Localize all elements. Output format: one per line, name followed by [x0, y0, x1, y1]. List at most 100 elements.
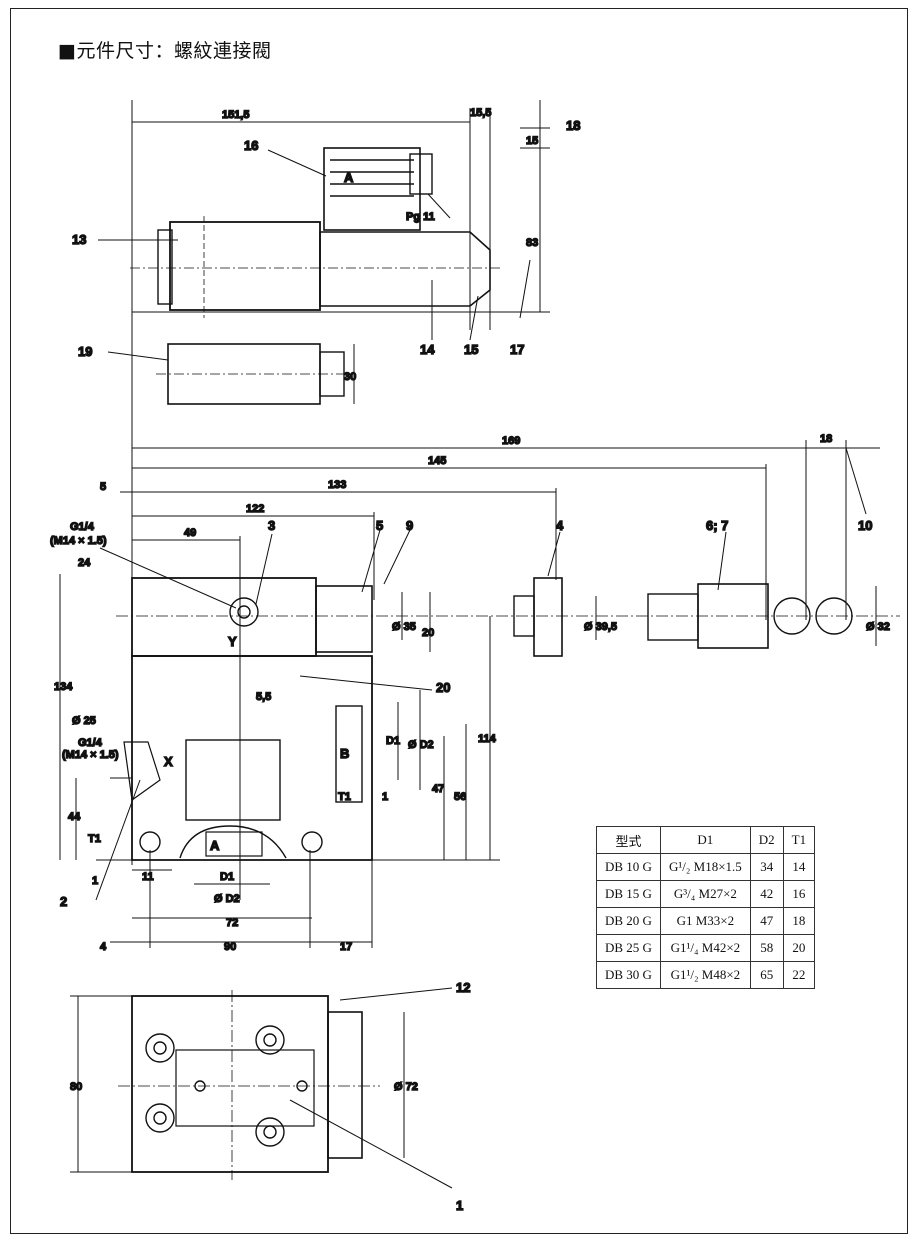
dim-83: 83 — [526, 237, 538, 249]
dim-134: 134 — [54, 681, 73, 693]
dim-25: Ø 25 — [72, 715, 96, 727]
table-row: DB 25 G G1¹/₄ M42×2 58 20 — [596, 934, 816, 962]
dim-17-bottom: 17 — [340, 941, 352, 953]
table-cell: DB 25 G — [596, 934, 661, 962]
dim-15: 15 — [526, 135, 538, 147]
dim-90: 90 — [224, 941, 236, 953]
dim-t1-right: T1 — [338, 791, 351, 803]
table-row: DB 15 G G³/₄ M27×2 42 16 — [596, 880, 816, 908]
table-cell: 34 — [749, 853, 784, 881]
valve-front-view — [59, 447, 900, 948]
callout-5: 5 — [376, 518, 383, 533]
dim-d1-bottom: D1 — [220, 871, 234, 883]
dim-30: 30 — [344, 371, 356, 383]
dim-32: Ø 32 — [866, 621, 890, 633]
callout-16: 16 — [244, 138, 258, 153]
dim-151-5: 151,5 — [222, 109, 250, 121]
callout-12: 12 — [456, 980, 470, 995]
dim-d2-bottom: Ø D2 — [214, 893, 240, 905]
callout-17: 17 — [510, 342, 524, 357]
dim-11: 11 — [142, 871, 154, 883]
label-m14-left: (M14 × 1.5) — [62, 749, 119, 761]
table-cell: DB 15 G — [596, 880, 661, 908]
table-cell: G¹/₂ M18×1.5 — [659, 853, 751, 881]
table-cell: DB 30 G — [596, 961, 661, 989]
dim-169: 169 — [502, 435, 520, 447]
table-cell: G1¹/₂ M48×2 — [659, 961, 751, 989]
callout-10: 10 — [858, 518, 872, 533]
callout-18: 18 — [566, 118, 580, 133]
table-cell: 42 — [749, 880, 784, 908]
label-g14-left: G1/4 — [78, 737, 103, 749]
dim-80: 80 — [70, 1081, 82, 1093]
dim-39-5: Ø 39,5 — [584, 621, 617, 633]
dim-4: 4 — [100, 941, 107, 953]
callout-9: 9 — [406, 518, 413, 533]
label-b: B — [340, 746, 349, 761]
label-a-port: A — [210, 838, 220, 853]
dim-1-right: 1 — [382, 791, 388, 803]
dim-20: 20 — [422, 627, 434, 639]
dim-35: Ø 35 — [392, 621, 416, 633]
table-row: DB 30 G G1¹/₂ M48×2 65 22 — [596, 961, 816, 989]
table-cell: 18 — [782, 907, 816, 935]
dim-122: 122 — [246, 503, 264, 515]
callout-20: 20 — [436, 680, 450, 695]
solenoid-view — [98, 100, 550, 865]
spec-table: 型式 D1 D2 T1 DB 10 G G¹/₂ M18×1.5 34 14 D… — [596, 826, 816, 989]
dim-d1-right: D1 — [386, 735, 400, 747]
label-m14-top: (M14 × 1.5) — [50, 535, 107, 547]
spec-header-row: 型式 D1 D2 T1 — [596, 826, 816, 854]
callout-15: 15 — [464, 342, 478, 357]
dim-145: 145 — [428, 455, 446, 467]
label-x: X — [164, 754, 173, 769]
table-cell: 65 — [749, 961, 784, 989]
valve-bottom-view — [70, 987, 453, 1189]
table-cell: DB 10 G — [596, 853, 661, 881]
table-row: DB 10 G G¹/₂ M18×1.5 34 14 — [596, 853, 816, 881]
label-pg11: Pg 11 — [406, 211, 435, 223]
overall-dimensions — [120, 440, 880, 900]
table-cell: DB 20 G — [596, 907, 661, 935]
dim-5-5: 5,5 — [256, 691, 271, 703]
dim-49: 49 — [184, 527, 196, 539]
callout-3: 3 — [268, 518, 275, 533]
label-a-plug: A — [344, 170, 354, 185]
dim-18-top: 18 — [820, 433, 832, 445]
callout-1: 1 — [456, 1198, 463, 1213]
callout-4: 4 — [556, 518, 564, 533]
page-title: ■元件尺寸：螺紋連接閥 — [58, 40, 272, 62]
dim-d2-right: Ø D2 — [408, 739, 434, 751]
table-cell: 22 — [782, 961, 816, 989]
spec-header-d1: D1 — [659, 826, 751, 854]
label-g14-top: G1/4 — [70, 521, 95, 533]
spec-header-model: 型式 — [596, 826, 661, 854]
dim-72-bottom: Ø 72 — [394, 1081, 418, 1093]
table-cell: 20 — [782, 934, 816, 962]
table-cell: G1 M33×2 — [659, 907, 751, 935]
dim-56: 56 — [454, 791, 466, 803]
callout-14: 14 — [420, 342, 435, 357]
dim-47: 47 — [432, 783, 444, 795]
callout-19: 19 — [78, 344, 92, 359]
dim-72: 72 — [226, 917, 238, 929]
dim-133: 133 — [328, 479, 346, 491]
table-cell: G1¹/₄ M42×2 — [659, 934, 751, 962]
label-y: Y — [228, 634, 237, 649]
table-cell: 58 — [749, 934, 784, 962]
dim-5: 5 — [100, 481, 106, 493]
table-cell: 47 — [749, 907, 784, 935]
table-cell: G³/₄ M27×2 — [659, 880, 751, 908]
dim-114: 114 — [478, 733, 497, 745]
dim-44: 44 — [68, 811, 81, 823]
table-cell: 14 — [782, 853, 816, 881]
spec-header-d2: D2 — [749, 826, 784, 854]
callout-6-7: 6; 7 — [706, 518, 728, 533]
drawing-frame — [10, 8, 908, 1234]
callout-13: 13 — [72, 232, 86, 247]
dim-15-5: 15,5 — [470, 107, 491, 119]
dim-1-small: 1 — [92, 875, 98, 887]
table-cell: 16 — [782, 880, 816, 908]
table-row: DB 20 G G1 M33×2 47 18 — [596, 907, 816, 935]
